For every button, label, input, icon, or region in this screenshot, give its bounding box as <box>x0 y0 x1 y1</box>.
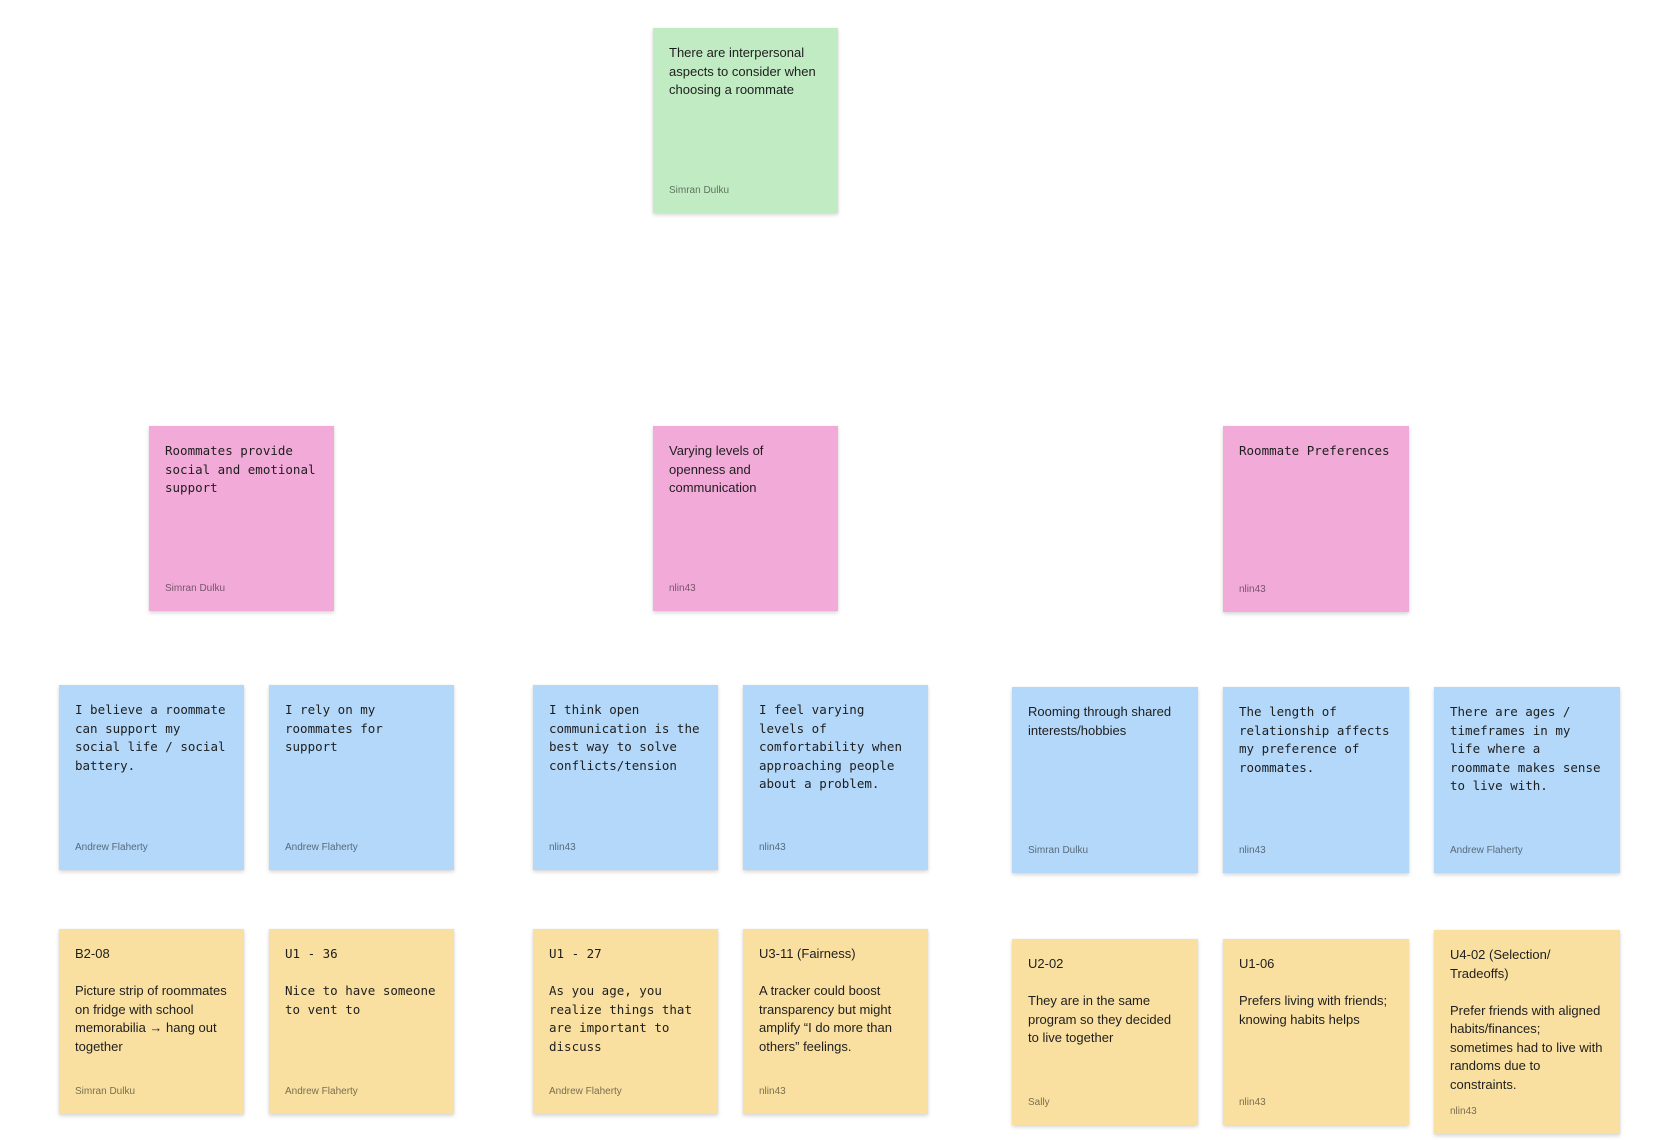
sticky-note-insight-relationship-length[interactable]: The length of relationship affects my pr… <box>1223 687 1409 873</box>
sticky-note-insight-shared-interests[interactable]: Rooming through shared interests/hobbies… <box>1012 687 1198 873</box>
sticky-note-author: nlin43 <box>759 842 786 853</box>
sticky-note-text: B2-08 Picture strip of roommates on frid… <box>75 946 227 1054</box>
sticky-note-author: nlin43 <box>1450 1106 1477 1117</box>
sticky-note-author: nlin43 <box>1239 845 1266 856</box>
sticky-note-text: U2-02 They are in the same program so th… <box>1028 956 1172 1045</box>
sticky-note-text: U3-11 (Fairness) A tracker could boost t… <box>759 946 892 1054</box>
sticky-note-observation-u1-36[interactable]: U1 - 36 Nice to have someone to vent to … <box>269 929 454 1114</box>
sticky-note-author: nlin43 <box>669 583 696 594</box>
sticky-note-author: Sally <box>1028 1097 1050 1108</box>
sticky-note-cluster-openness[interactable]: Varying levels of openness and communica… <box>653 426 838 611</box>
sticky-note-author: nlin43 <box>1239 584 1266 595</box>
sticky-note-cluster-preferences[interactable]: Roommate Preferences nlin43 <box>1223 426 1409 612</box>
sticky-note-text: U1 - 36 Nice to have someone to vent to <box>285 946 436 1017</box>
sticky-note-text: Roommate Preferences <box>1239 443 1390 458</box>
sticky-note-text: I rely on my roommates for support <box>285 702 383 754</box>
sticky-note-text: I believe a roommate can support my soci… <box>75 702 226 773</box>
sticky-note-observation-b2-08[interactable]: B2-08 Picture strip of roommates on frid… <box>59 929 244 1114</box>
sticky-note-text: There are ages / timeframes in my life w… <box>1450 704 1601 793</box>
sticky-note-observation-u1-06[interactable]: U1-06 Prefers living with friends; knowi… <box>1223 939 1409 1125</box>
sticky-note-author: Andrew Flaherty <box>1450 845 1523 856</box>
sticky-note-observation-u4-02[interactable]: U4-02 (Selection/ Tradeoffs) Prefer frie… <box>1434 930 1620 1134</box>
sticky-note-insight-ages-timeframes[interactable]: There are ages / timeframes in my life w… <box>1434 687 1620 873</box>
sticky-note-text: U1 - 27 As you age, you realize things t… <box>549 946 692 1054</box>
sticky-note-text: There are interpersonal aspects to consi… <box>669 45 816 97</box>
sticky-note-insight-social-battery[interactable]: I believe a roommate can support my soci… <box>59 685 244 870</box>
sticky-note-text: U4-02 (Selection/ Tradeoffs) Prefer frie… <box>1450 947 1603 1092</box>
sticky-note-text: Rooming through shared interests/hobbies <box>1028 704 1172 738</box>
sticky-note-text: Varying levels of openness and communica… <box>669 443 764 495</box>
sticky-note-author: Andrew Flaherty <box>285 842 358 853</box>
sticky-note-theme[interactable]: There are interpersonal aspects to consi… <box>653 28 838 213</box>
sticky-note-author: nlin43 <box>1239 1097 1266 1108</box>
sticky-note-author: nlin43 <box>549 842 576 853</box>
sticky-note-text: I think open communication is the best w… <box>549 702 700 773</box>
sticky-note-observation-u3-11[interactable]: U3-11 (Fairness) A tracker could boost t… <box>743 929 928 1114</box>
sticky-note-author: Simran Dulku <box>165 583 226 594</box>
sticky-note-text: The length of relationship affects my pr… <box>1239 704 1390 775</box>
sticky-note-text: U1-06 Prefers living with friends; knowi… <box>1239 956 1388 1027</box>
sticky-note-observation-u1-27[interactable]: U1 - 27 As you age, you realize things t… <box>533 929 718 1114</box>
sticky-note-text: I feel varying levels of comfortability … <box>759 702 902 791</box>
sticky-note-text: Roommates provide social and emotional s… <box>165 443 316 495</box>
sticky-note-insight-open-communication[interactable]: I think open communication is the best w… <box>533 685 718 870</box>
sticky-note-cluster-support[interactable]: Roommates provide social and emotional s… <box>149 426 334 611</box>
sticky-note-observation-u2-02[interactable]: U2-02 They are in the same program so th… <box>1012 939 1198 1125</box>
sticky-note-author: Simran Dulku <box>1028 845 1089 856</box>
sticky-note-author: Andrew Flaherty <box>549 1086 622 1097</box>
sticky-note-insight-comfortability[interactable]: I feel varying levels of comfortability … <box>743 685 928 870</box>
sticky-note-author: Andrew Flaherty <box>75 842 148 853</box>
sticky-note-author: Simran Dulku <box>75 1086 136 1097</box>
sticky-note-author: Simran Dulku <box>669 185 730 196</box>
sticky-note-author: Andrew Flaherty <box>285 1086 358 1097</box>
sticky-note-author: nlin43 <box>759 1086 786 1097</box>
sticky-note-insight-rely-support[interactable]: I rely on my roommates for support Andre… <box>269 685 454 870</box>
